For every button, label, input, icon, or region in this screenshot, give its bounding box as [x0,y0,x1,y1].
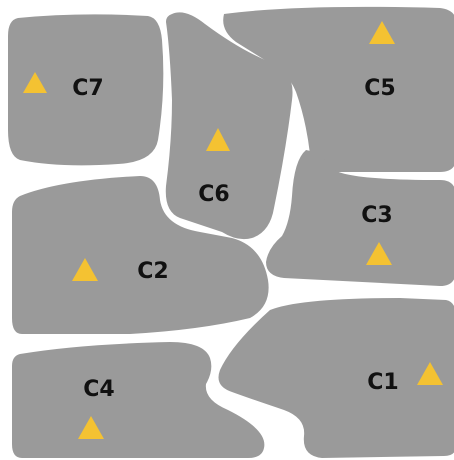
marker-c6-icon [206,128,230,151]
region-c1-label: C1 [367,370,398,395]
region-c2-shape[interactable] [12,176,269,334]
marker-c1-icon [417,362,443,385]
region-c7[interactable]: C7 [8,14,164,166]
region-c3-shape[interactable] [266,150,454,286]
region-c6-label: C6 [198,182,229,207]
region-c3-label: C3 [361,203,392,228]
region-c3[interactable]: C3 [266,150,454,286]
region-c5-label: C5 [364,76,395,101]
region-c2[interactable]: C2 [12,176,269,334]
marker-c3-icon [366,242,392,265]
region-c5-shape[interactable] [223,6,454,172]
region-c7-label: C7 [72,76,103,101]
marker-c5-icon [369,21,395,44]
marker-c2-icon [72,258,98,281]
region-c4-shape[interactable] [12,342,265,458]
region-c2-label: C2 [137,259,168,284]
region-c5[interactable]: C5 [223,6,454,172]
region-c4-label: C4 [83,377,114,402]
region-c4[interactable]: C4 [12,342,265,458]
region-c1[interactable]: C1 [218,298,454,458]
marker-c7-icon [23,72,47,93]
region-c1-shape[interactable] [218,298,454,458]
region-c7-shape[interactable] [8,14,164,166]
marker-c4-icon [78,416,104,439]
region-c6[interactable]: C6 [165,12,293,240]
region-c6-shape[interactable] [165,12,293,240]
